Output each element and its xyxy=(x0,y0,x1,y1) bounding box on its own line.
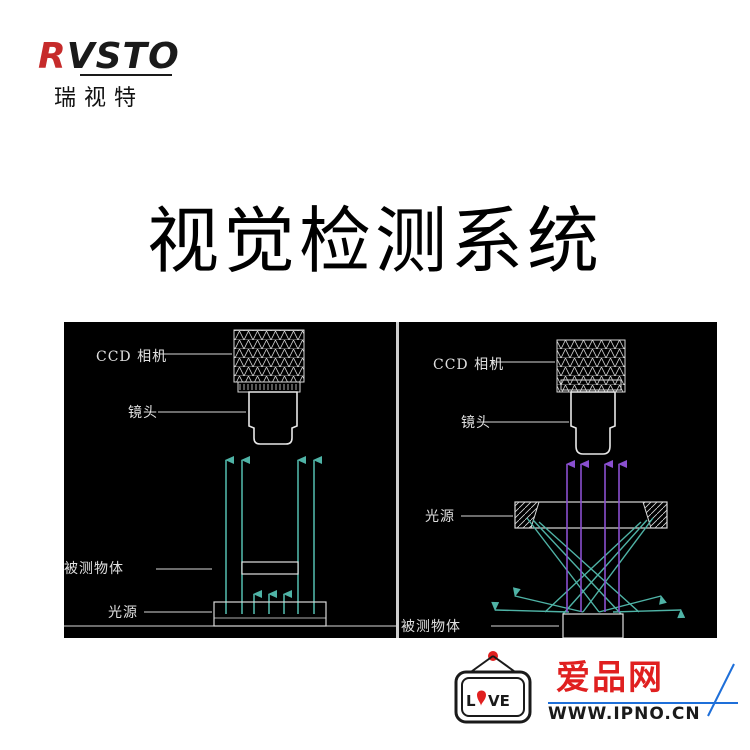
lens xyxy=(570,391,616,455)
watermark-underline xyxy=(548,702,738,704)
brand-logo: RVSTO xyxy=(38,36,179,78)
watermark-site-name: 爱品网 xyxy=(556,658,664,698)
camera-body xyxy=(556,339,626,393)
backlight-diagram: CCD 相机 镜头 被测物体 光源 xyxy=(64,322,396,638)
label-lens: 镜头 xyxy=(461,415,491,431)
panel-divider xyxy=(396,322,399,638)
logo-chinese-name: 瑞视特 xyxy=(54,86,145,111)
camera-body xyxy=(233,329,305,393)
watermark-url: WWW.IPNO.CN xyxy=(548,704,701,724)
label-lens: 镜头 xyxy=(128,405,158,421)
svg-text:L: L xyxy=(466,692,476,710)
reflected-rays xyxy=(566,460,627,612)
backlight-diagram-drawing xyxy=(64,329,396,627)
watermark-slash xyxy=(707,663,735,717)
logo-underline xyxy=(80,74,172,76)
measured-object xyxy=(241,561,299,575)
light-rays xyxy=(225,456,322,614)
label-ccd-camera: CCD 相机 xyxy=(433,357,505,373)
ring-light-diagram: CCD 相机 镜头 光源 被测物体 xyxy=(399,322,717,638)
label-light-source: 光源 xyxy=(425,509,455,525)
love-sign-icon: L VE xyxy=(452,648,534,726)
love-sign-text: VE xyxy=(488,692,510,710)
label-measured-object: 被测物体 xyxy=(401,619,461,635)
light-source xyxy=(213,601,327,627)
ring-light xyxy=(514,501,668,529)
incident-rays xyxy=(491,517,686,619)
measured-object xyxy=(562,613,624,638)
label-light-source: 光源 xyxy=(108,605,138,621)
label-ccd-camera: CCD 相机 xyxy=(96,349,168,365)
lens xyxy=(248,391,298,445)
logo-letters: VSTO xyxy=(66,36,180,77)
ring-light-diagram-drawing xyxy=(461,339,686,638)
logo-letter-r: R xyxy=(38,36,67,77)
page-title: 视觉检测系统 xyxy=(146,199,603,283)
label-measured-object: 被测物体 xyxy=(64,561,124,577)
